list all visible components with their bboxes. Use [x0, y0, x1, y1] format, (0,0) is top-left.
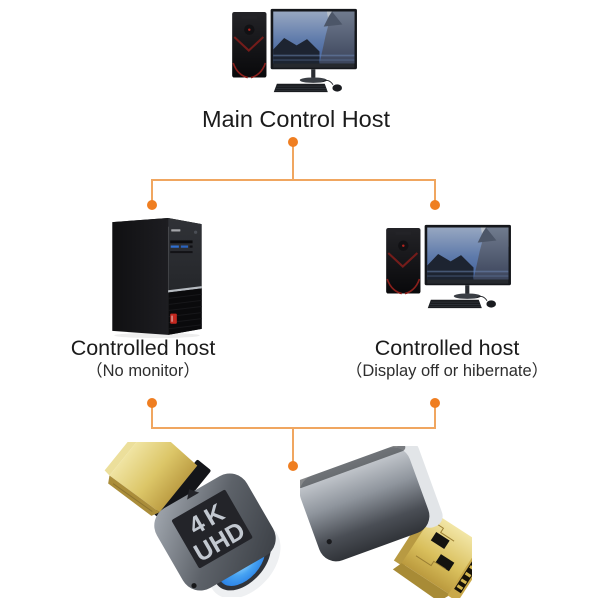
red-brand-badge — [170, 313, 177, 324]
left-host-image — [106, 215, 208, 339]
main-host-image — [228, 4, 358, 96]
connector-line — [292, 146, 294, 180]
connector-dot-left-bottom — [147, 398, 157, 408]
power-button — [193, 230, 198, 234]
usb-port — [170, 245, 179, 248]
connector-line — [151, 180, 153, 202]
left-host-note: （No monitor） — [86, 362, 200, 380]
right-host-note: （Display off or hibernate） — [345, 362, 549, 380]
connector-line — [151, 407, 153, 428]
connector-line — [292, 429, 294, 462]
left-host-label: Controlled host — [70, 336, 216, 360]
tower-illustration — [112, 218, 202, 339]
right-host-label: Controlled host — [374, 336, 520, 360]
screw-hole — [326, 539, 332, 545]
hdmi-dummy-plug-front: 4K UHD — [104, 442, 281, 597]
tower-side-panel — [112, 218, 169, 335]
connector-line — [434, 407, 436, 428]
front-vent — [170, 251, 193, 254]
plug-body — [300, 446, 443, 562]
pc-set-illustration — [385, 223, 512, 310]
arrow-icon — [187, 489, 200, 500]
connector-dot-right — [430, 200, 440, 210]
silver-trim — [168, 286, 202, 293]
drive-slot — [170, 240, 193, 244]
product-right-image — [300, 446, 472, 598]
usb-port — [180, 245, 188, 248]
pc-set-illustration — [231, 7, 358, 94]
badge-4k-uhd — [172, 490, 253, 569]
connector-line — [151, 427, 436, 429]
product-left-image: 4K UHD — [98, 442, 288, 597]
connector-line — [434, 180, 436, 202]
gold-hdmi-connector — [392, 508, 472, 598]
connector-dot-left — [147, 200, 157, 210]
hdmi-dummy-plug-back — [300, 446, 472, 598]
connector-dot-right-bottom — [430, 398, 440, 408]
connector-dot-bottom — [288, 461, 298, 471]
screw-hole — [191, 583, 197, 589]
right-host-image — [382, 220, 512, 312]
connector-dot-top — [288, 137, 298, 147]
tower-logo — [171, 229, 181, 232]
audio-jack — [189, 245, 193, 248]
main-host-label: Main Control Host — [201, 106, 391, 132]
connector-line — [151, 179, 436, 181]
